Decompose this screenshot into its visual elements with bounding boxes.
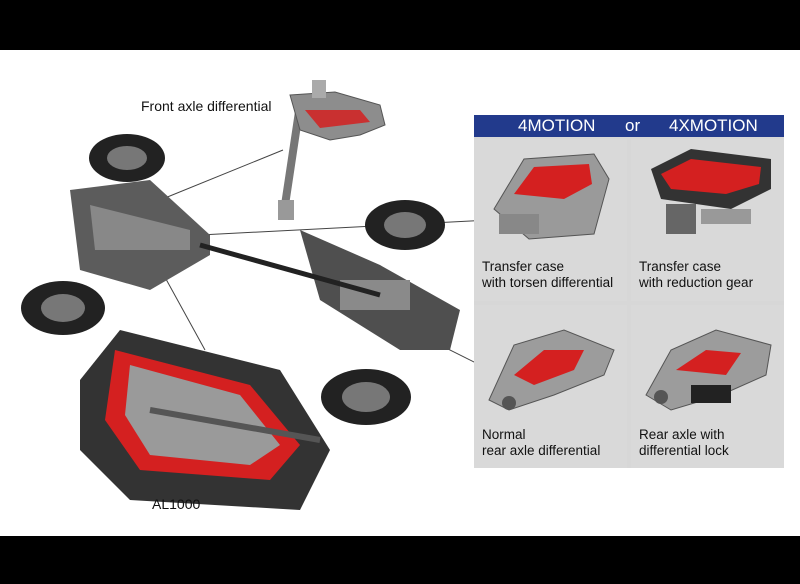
front-axle-label: Front axle differential	[141, 98, 272, 114]
cell4-line1: Rear axle with	[639, 427, 725, 442]
header-4motion: 4MOTION	[518, 116, 596, 135]
panel-header: 4MOTION or 4XMOTION	[474, 115, 784, 137]
rear-diff-lock-image	[645, 329, 772, 411]
comparison-panel: 4MOTION or 4XMOTION Transfer case with t…	[474, 115, 784, 468]
cell3-line1: Normal	[482, 427, 526, 442]
cell4-line2: differential lock	[639, 443, 729, 458]
cell1-line2: with torsen differential	[482, 275, 614, 290]
header-or: or	[625, 116, 641, 135]
transfer-case-reduction-image	[651, 149, 771, 234]
gearbox-label: AL1000	[152, 496, 201, 512]
chassis-frame	[70, 180, 460, 350]
gearbox-cutaway-image	[80, 330, 330, 510]
wheels	[21, 134, 445, 425]
normal-rear-diff-image	[488, 329, 615, 411]
transfer-case-torsen-image	[493, 153, 610, 240]
cell-transfer-case-torsen: Transfer case with torsen differential	[474, 139, 627, 301]
cell2-line2: with reduction gear	[639, 275, 754, 290]
front-axle-differential-image	[278, 80, 386, 220]
cell-normal-rear-diff: Normal rear axle differential	[474, 305, 627, 468]
drivetrain-illustration	[21, 80, 511, 510]
cell3-line2: rear axle differential	[482, 443, 601, 458]
header-4xmotion: 4XMOTION	[669, 116, 758, 135]
cell-transfer-case-reduction: Transfer case with reduction gear	[631, 139, 784, 301]
cell-rear-diff-lock: Rear axle with differential lock	[631, 305, 784, 468]
cell2-line1: Transfer case	[639, 259, 722, 274]
diagram-canvas: Front axle differential AL1000 4MOTION o…	[0, 50, 800, 536]
cell1-line1: Transfer case	[482, 259, 565, 274]
